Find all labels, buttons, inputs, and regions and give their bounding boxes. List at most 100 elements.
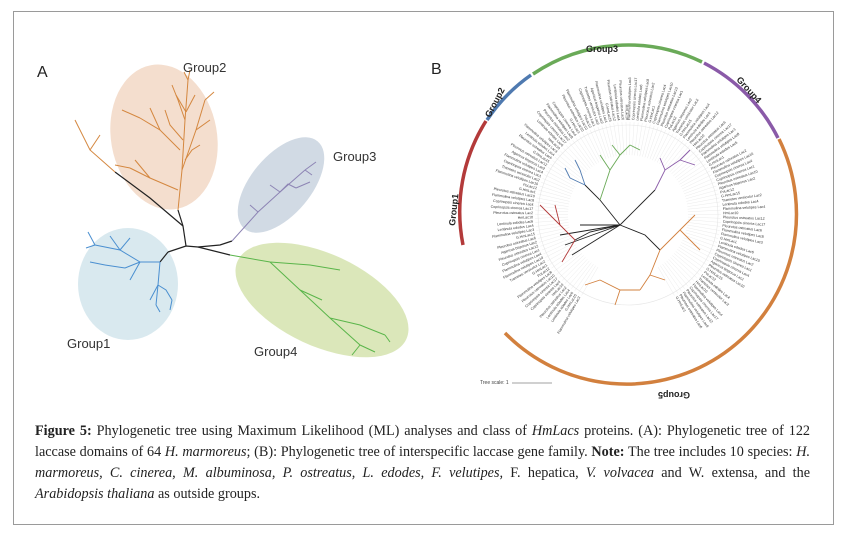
group3-ellipse — [237, 137, 325, 233]
leaf-connector — [684, 235, 716, 247]
leaf-connector — [535, 209, 569, 212]
panel-a-group2-label: Group2 — [183, 60, 226, 75]
leaf-connector — [644, 125, 655, 158]
caption-text-3: ; (B): Phylogenetic tree of interspecifi… — [246, 444, 592, 460]
leaf-connector — [540, 235, 572, 247]
leaf-connector — [605, 124, 614, 157]
leaf-label: Pleurotus ostreatus Lac12 — [606, 79, 616, 121]
panel-a-group3-label: Group3 — [333, 149, 376, 164]
leaf-label: Lentinula edodes Lac4 — [613, 84, 621, 120]
group1-ellipse — [78, 228, 178, 340]
panel-b-label: B — [431, 61, 442, 78]
leaf-connector — [659, 135, 677, 164]
caption-note: Note: — [591, 444, 625, 460]
leaf-label: Flammulina velutipes Lac4 — [723, 205, 766, 211]
leaf-connector — [556, 253, 582, 275]
arc-group4 — [703, 61, 780, 139]
leaf-label-ring: Flammulina velutipes Lac3G.HmLac15Lentin… — [491, 77, 766, 334]
leaf-connector — [545, 242, 575, 258]
caption-text-1: Phylogenetic tree using Maximum Likeliho… — [91, 423, 532, 439]
leaf-connector — [687, 222, 721, 227]
leaf-connector — [657, 266, 675, 296]
leaf-label: HmLac10 — [625, 105, 629, 120]
leaf-label: PoLac12 — [583, 114, 592, 129]
leaf-connector — [538, 189, 571, 199]
leaf-connector — [671, 150, 696, 174]
leaf-connector — [579, 135, 597, 164]
leaf-connector — [663, 140, 684, 167]
leaf-label: Pleurotus ostreatus Lac12 — [723, 215, 765, 220]
leaf-connector — [649, 128, 663, 160]
leaf-connector — [539, 185, 572, 197]
leaf-connector — [571, 262, 592, 289]
leaf-connector — [670, 257, 695, 281]
leaf-connector — [566, 145, 589, 171]
leaf-connector — [685, 189, 718, 199]
leaf-label: G.HmLac1 — [519, 187, 537, 195]
panel-b-group3-label: Group3 — [586, 44, 618, 54]
leaf-connector — [681, 242, 711, 258]
leaf-connector — [575, 137, 595, 166]
leaf-connector — [682, 174, 712, 190]
leaf-connector — [542, 178, 573, 192]
leaf-label: Pleurotus ostreatus Lac6 — [618, 80, 625, 120]
leaf-connector — [554, 157, 581, 178]
leaf-label: Flammulina velutipes Lac8 — [722, 228, 765, 239]
leaf-label: Flammulina velutipes Lac8 — [640, 79, 650, 122]
arc-group1 — [457, 120, 488, 246]
leaf-label: Trametes versicolor Lac2 — [722, 193, 762, 203]
leaf-connector — [680, 170, 710, 187]
figure-graphic: A — [37, 43, 799, 400]
leaf-label: Lentinula edodes Lac4 — [497, 224, 533, 232]
caption-lead: Figure 5: — [35, 423, 92, 439]
leaf-connector — [683, 178, 714, 192]
arc-group5 — [503, 138, 799, 386]
leaf-connector — [678, 163, 706, 183]
caption-italic-2: H. marmoreus — [164, 444, 247, 460]
leaf-connector — [680, 244, 709, 262]
leaf-connector — [662, 264, 682, 292]
leaf-label: Flammulina velutipes Lac8 — [492, 193, 535, 203]
leaf-connector — [686, 197, 720, 205]
leaf-connector — [581, 266, 599, 296]
leaf-connector — [537, 193, 570, 202]
leaf-connector — [536, 224, 569, 231]
leaf-label: Coprinopsis cinerea Lac17 — [491, 205, 534, 211]
leaf-label: Coprinopsis cinerea Lac17 — [723, 220, 766, 227]
caption-text-7: as outside groups. — [154, 486, 261, 502]
leaf-label: Flammulina velutipes Lac3 — [492, 228, 535, 239]
leaf-label: G.HmLac15 — [721, 191, 741, 198]
tree-b-branches — [539, 144, 701, 306]
leaf-connector — [629, 121, 631, 156]
leaf-label: PoLac12 — [523, 183, 538, 191]
leaf-connector — [654, 131, 670, 162]
leaf-connector — [543, 239, 574, 255]
guide-circle — [537, 124, 719, 306]
leaf-connector — [548, 167, 577, 185]
leaf-connector — [652, 129, 666, 161]
leaf-connector — [685, 232, 717, 243]
leaf-connector — [665, 142, 687, 169]
leaf-connector — [536, 197, 570, 205]
leaf-connector — [551, 249, 579, 269]
leaf-connector — [613, 123, 619, 156]
leaf-connector — [656, 133, 674, 163]
leaf-label: G.HmLac1 — [648, 105, 656, 123]
tree-a-backbone — [114, 171, 233, 263]
panel-a-group4-label: Group4 — [254, 344, 297, 359]
leaf-connector — [673, 154, 699, 176]
leaf-label: PoLac12 — [668, 116, 678, 130]
panel-a-label: A — [37, 64, 48, 81]
leaf-label: PoLac12 — [720, 187, 735, 194]
leaf-connector — [677, 249, 705, 269]
leaf-connector — [586, 131, 602, 162]
leaf-label: HmLac10 — [723, 211, 738, 215]
leaf-connector — [560, 150, 585, 174]
leaf-connector — [557, 154, 583, 176]
leaf-connector — [686, 227, 719, 235]
leaf-connector — [684, 182, 716, 194]
leaf-connector — [617, 122, 622, 156]
leaf-connector — [631, 122, 635, 156]
leaf-label: Lentinula edodes Lac6 — [497, 220, 533, 227]
leaf-connector — [537, 227, 570, 235]
